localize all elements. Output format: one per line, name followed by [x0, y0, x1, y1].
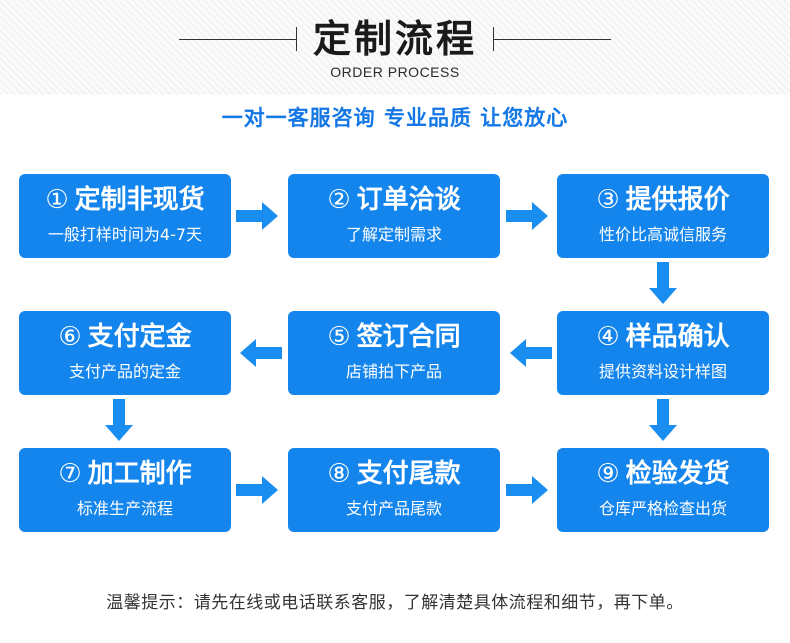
step-3-title: 提供报价	[625, 185, 730, 215]
arrow-down-icon	[647, 262, 679, 306]
step-8-title: 支付尾款	[356, 459, 461, 489]
step-9-desc: 仓库严格检查出货	[598, 499, 727, 518]
arrow-down-icon	[103, 399, 135, 443]
title-divider-right	[493, 26, 611, 51]
step-6-title: 支付定金	[87, 322, 192, 352]
step-1-title: 定制非现货	[74, 185, 205, 215]
step-9-number: ⑨	[596, 459, 620, 489]
page-title: 定制流程	[312, 17, 477, 61]
arrow-left-icon	[508, 337, 552, 369]
step-2-title: 订单洽谈	[356, 185, 461, 215]
step-1-number: ①	[45, 185, 69, 215]
step-7-desc: 标准生产流程	[76, 499, 173, 518]
step-6-number: ⑥	[58, 322, 82, 352]
arrow-down-icon	[647, 399, 679, 443]
step-9-title: 检验发货	[625, 459, 730, 489]
step-7-number: ⑦	[58, 459, 82, 489]
step-4-title: 样品确认	[625, 322, 730, 352]
step-5-title: 签订合同	[356, 322, 461, 352]
title-row: 定制流程	[0, 14, 790, 64]
step-2-number: ②	[327, 185, 351, 215]
step-6-desc: 支付产品的定金	[68, 362, 181, 381]
step-3-desc: 性价比高诚信服务	[598, 225, 727, 244]
title-divider-left	[178, 26, 297, 51]
slogan: 一对一客服咨询 专业品质 让您放心	[221, 106, 569, 130]
step-4-desc: 提供资料设计样图	[598, 362, 727, 381]
step-4-number: ④	[596, 322, 620, 352]
step-2-desc: 了解定制需求	[345, 225, 442, 244]
arrow-right-icon	[236, 200, 280, 232]
step-3-number: ③	[596, 185, 620, 215]
footer-note: 温馨提示：请先在线或电话联系客服，了解清楚具体流程和细节，再下单。	[106, 593, 684, 613]
step-7-title: 加工制作	[87, 459, 192, 489]
step-8-number: ⑧	[327, 459, 351, 489]
step-5-number: ⑤	[327, 322, 351, 352]
arrow-left-icon	[238, 337, 282, 369]
arrow-right-icon	[506, 200, 550, 232]
step-5-desc: 店铺拍下产品	[345, 362, 442, 381]
arrow-right-icon	[506, 474, 550, 506]
arrow-right-icon	[236, 474, 280, 506]
header-band	[0, 0, 790, 95]
page-subtitle: ORDER PROCESS	[330, 64, 460, 80]
step-1-desc: 一般打样时间为4-7天	[47, 225, 203, 244]
step-8-desc: 支付产品尾款	[345, 499, 442, 518]
